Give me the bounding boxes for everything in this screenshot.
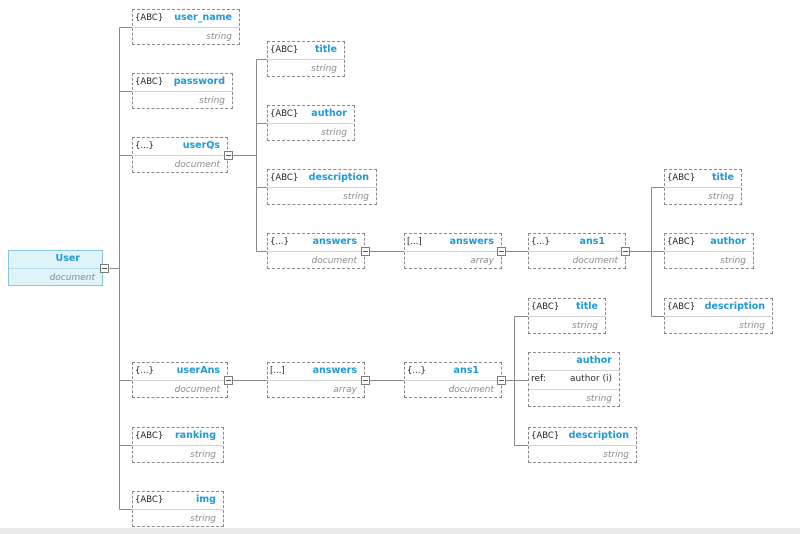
node-type: string (586, 394, 612, 404)
node-type: string (708, 192, 734, 202)
node-type: string (572, 321, 598, 331)
userqs-answers-document-node[interactable]: {...} answers document (267, 233, 365, 269)
node-type: document (448, 385, 494, 395)
node-type: string (720, 256, 746, 266)
node-tag: {ABC} (270, 173, 299, 183)
node-tag: {...} (407, 366, 426, 376)
userqs-ans1-description-field-node[interactable]: {ABC} description string (664, 298, 773, 334)
userqs-answers-array-node[interactable]: [...] answers array (404, 233, 502, 269)
node-name: answers (312, 365, 357, 376)
node-tag: {ABC} (135, 77, 164, 87)
userqs-ans1-title-field-node[interactable]: {ABC} title string (664, 169, 742, 205)
node-name: img (196, 494, 216, 505)
collapse-toggle-icon[interactable] (224, 151, 233, 160)
node-type: document (572, 256, 618, 266)
node-name: title (711, 172, 734, 183)
node-tag: {...} (531, 237, 550, 247)
node-tag: {...} (135, 366, 154, 376)
node-type: string (206, 32, 232, 42)
password-field-node[interactable]: {ABC} password string (132, 73, 233, 109)
node-type: array (333, 385, 357, 395)
collapse-toggle-icon[interactable] (224, 376, 233, 385)
node-name: description (308, 172, 369, 183)
node-name: ans1 (453, 365, 479, 376)
node-type: string (311, 64, 337, 74)
node-name: userQs (182, 140, 220, 151)
node-name: User (55, 253, 81, 264)
node-type: document (174, 160, 220, 170)
userans-ans1-title-field-node[interactable]: {ABC} title string (528, 298, 606, 334)
node-type: string (190, 450, 216, 460)
userans-ans1-description-field-node[interactable]: {ABC} description string (528, 427, 637, 463)
img-field-node[interactable]: {ABC} img string (132, 491, 224, 527)
node-type: string (321, 128, 347, 138)
node-tag: {ABC} (667, 173, 696, 183)
node-name: author (710, 236, 746, 247)
userqs-ans1-author-field-node[interactable]: {ABC} author string (664, 233, 754, 269)
node-type: document (174, 385, 220, 395)
node-type: string (739, 321, 765, 331)
node-name: ranking (175, 430, 216, 441)
node-tag: {ABC} (135, 495, 164, 505)
node-tag: {ABC} (270, 45, 299, 55)
node-type: string (199, 96, 225, 106)
node-tag: {ABC} (135, 431, 164, 441)
node-type: document (311, 256, 357, 266)
node-type: string (343, 192, 369, 202)
node-name: user_name (174, 12, 232, 23)
userans-answers-array-node[interactable]: [...] answers array (267, 362, 365, 398)
node-name: answers (449, 236, 494, 247)
collapse-toggle-icon[interactable] (361, 376, 370, 385)
userqs-ans1-document-node[interactable]: {...} ans1 document (528, 233, 626, 269)
node-type: string (603, 450, 629, 460)
node-name: title (314, 44, 337, 55)
node-name: author (576, 355, 612, 366)
ranking-field-node[interactable]: {ABC} ranking string (132, 427, 224, 463)
collapse-toggle-icon[interactable] (497, 247, 506, 256)
userqs-description-field-node[interactable]: {ABC} description string (267, 169, 377, 205)
userqs-author-field-node[interactable]: {ABC} author string (267, 105, 355, 141)
collapse-toggle-icon[interactable] (361, 247, 370, 256)
node-tag: {ABC} (270, 109, 299, 119)
collapse-toggle-icon[interactable] (497, 376, 506, 385)
node-type: document (49, 273, 95, 283)
userans-document-node[interactable]: {...} userAns document (132, 362, 228, 398)
userans-ans1-author-reference-node[interactable]: author ref: author (i) string (528, 352, 620, 407)
node-name: author (311, 108, 347, 119)
node-name: ans1 (579, 236, 605, 247)
node-tag: {ABC} (531, 431, 560, 441)
node-name: answers (312, 236, 357, 247)
node-type: string (190, 514, 216, 524)
node-name: description (704, 301, 765, 312)
collapse-toggle-icon[interactable] (621, 247, 630, 256)
node-type: array (470, 256, 494, 266)
reference-label: ref: (531, 374, 546, 384)
node-tag: {...} (270, 237, 289, 247)
user-name-field-node[interactable]: {ABC} user_name string (132, 9, 240, 45)
node-name: title (575, 301, 598, 312)
node-tag: {...} (135, 141, 154, 151)
userans-ans1-document-node[interactable]: {...} ans1 document (404, 362, 502, 398)
node-tag: {ABC} (135, 13, 164, 23)
node-tag: {ABC} (667, 302, 696, 312)
node-tag: {ABC} (667, 237, 696, 247)
user-document-node[interactable]: User document (8, 250, 103, 286)
node-tag: {ABC} (531, 302, 560, 312)
userqs-document-node[interactable]: {...} userQs document (132, 137, 228, 173)
node-tag: [...] (407, 237, 422, 247)
collapse-toggle-icon[interactable] (100, 264, 109, 273)
userqs-title-field-node[interactable]: {ABC} title string (267, 41, 345, 77)
horizontal-scrollbar[interactable] (0, 528, 800, 534)
node-tag: [...] (270, 366, 285, 376)
node-name: userAns (176, 365, 220, 376)
node-name: description (568, 430, 629, 441)
node-name: password (173, 76, 225, 87)
reference-value: author (i) (569, 374, 612, 384)
